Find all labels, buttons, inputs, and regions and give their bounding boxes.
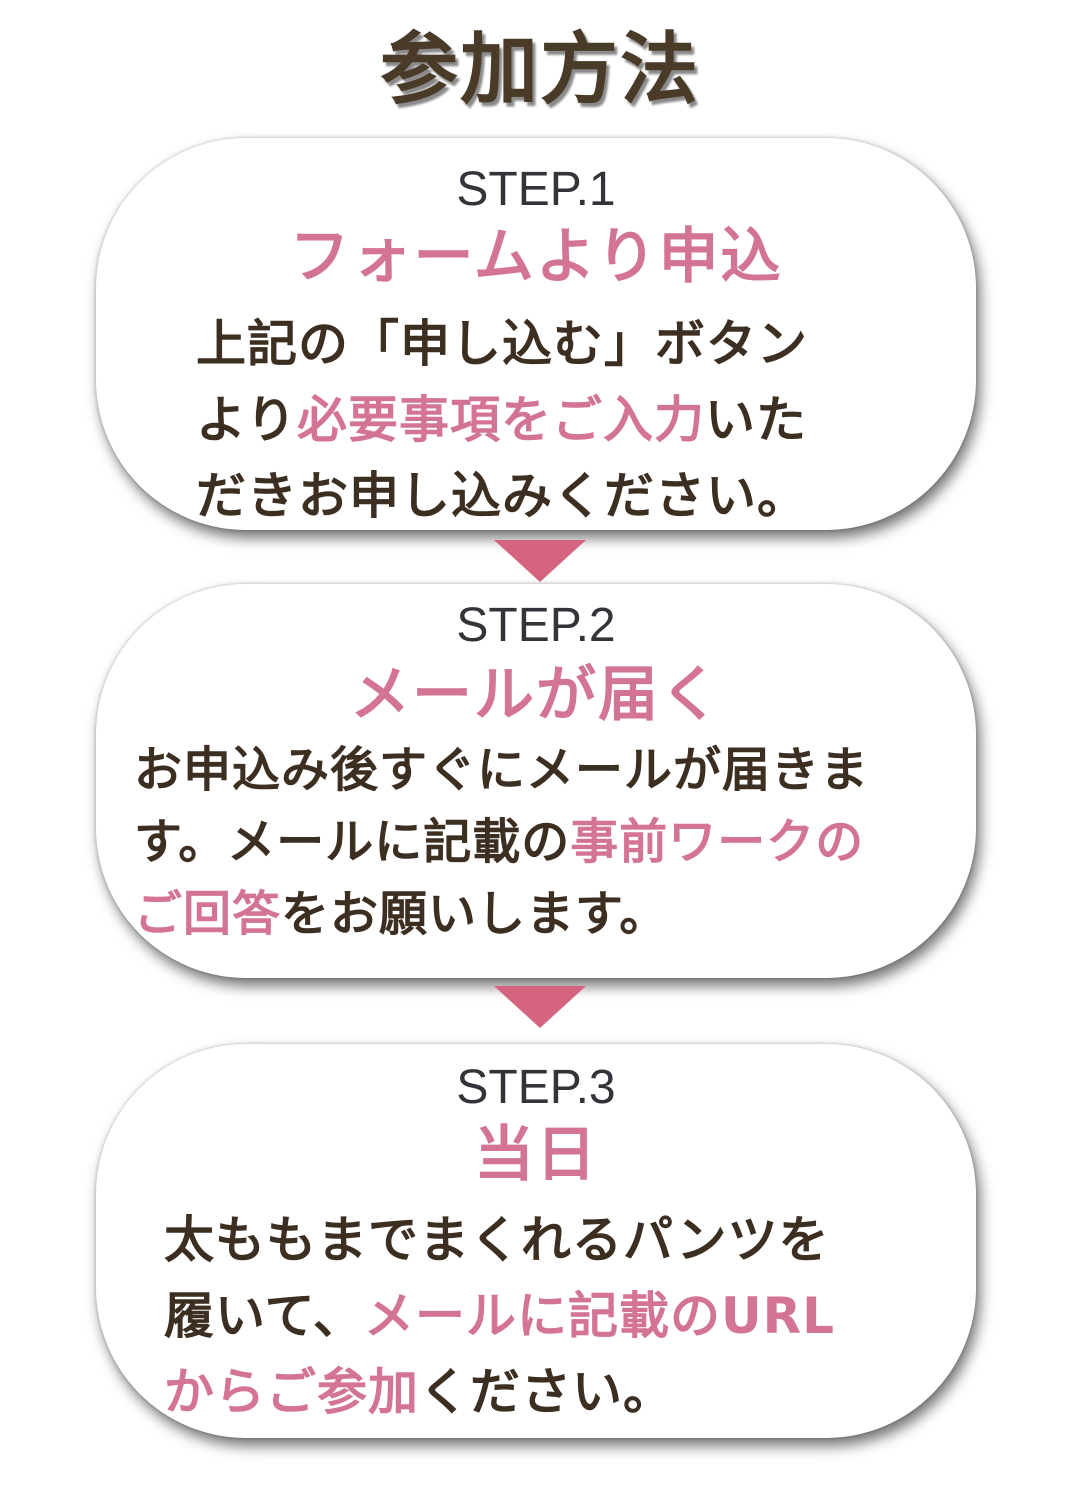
highlight-text: ご回答 [134, 886, 282, 942]
step-description: 太ももまでまくれるパンツを 履いて、メールに記載のURL からご参加ください。 [164, 1202, 835, 1430]
description-line: お申込み後すぐにメールが届きま [134, 734, 869, 806]
description-line: より必要事項をご入力いた [196, 382, 808, 458]
text-segment: いた [705, 391, 807, 449]
down-arrow-icon [494, 986, 586, 1028]
description-line: 上記の「申し込む」ボタン [196, 306, 808, 382]
step-heading: メールが届く [350, 660, 722, 730]
text-segment: 太ももまでまくれるパンツを [164, 1211, 830, 1269]
step-label: STEP.2 [456, 599, 616, 652]
description-line: ご回答をお願いします。 [134, 878, 869, 950]
text-segment: だきお申し込みください。 [196, 467, 808, 525]
highlight-text: メールに記載のURL [364, 1287, 835, 1345]
text-segment: 上記の「申し込む」ボタン [196, 315, 808, 373]
step-card-2: STEP.2 メールが届く お申込み後すぐにメールが届きま す。メールに記載の事… [96, 584, 976, 978]
step-heading: 当日 [474, 1120, 598, 1190]
highlight-text: 必要事項をご入力 [297, 391, 705, 449]
step-label: STEP.1 [456, 163, 616, 216]
page-title: 参加方法 [379, 25, 700, 115]
description-line: だきお申し込みください。 [196, 458, 808, 534]
step-card-3: STEP.3 当日 太ももまでまくれるパンツを 履いて、メールに記載のURL か… [96, 1044, 976, 1438]
text-segment: をお願いします。 [281, 886, 669, 942]
text-segment: 履いて、 [164, 1287, 364, 1345]
step-description: お申込み後すぐにメールが届きま す。メールに記載の事前ワークの ご回答をお願いし… [134, 734, 869, 950]
step-label: STEP.3 [456, 1061, 616, 1114]
text-segment: す。メールに記載の [134, 814, 571, 870]
description-line: からご参加ください。 [164, 1354, 835, 1430]
step-description: 上記の「申し込む」ボタン より必要事項をご入力いた だきお申し込みください。 [196, 306, 808, 534]
description-line: 太ももまでまくれるパンツを [164, 1202, 835, 1278]
step-card-1: STEP.1 フォームより申込 上記の「申し込む」ボタン より必要事項をご入力い… [96, 138, 976, 530]
description-line: 履いて、メールに記載のURL [164, 1278, 835, 1354]
down-arrow-icon [494, 540, 586, 582]
highlight-text: 事前ワークの [570, 814, 865, 870]
step-heading: フォームより申込 [289, 222, 783, 292]
text-segment: より [196, 391, 297, 449]
description-line: す。メールに記載の事前ワークの [134, 806, 869, 878]
highlight-text: からご参加 [164, 1363, 419, 1421]
text-segment: お申込み後すぐにメールが届きま [134, 742, 870, 798]
text-segment: ください。 [419, 1363, 674, 1421]
